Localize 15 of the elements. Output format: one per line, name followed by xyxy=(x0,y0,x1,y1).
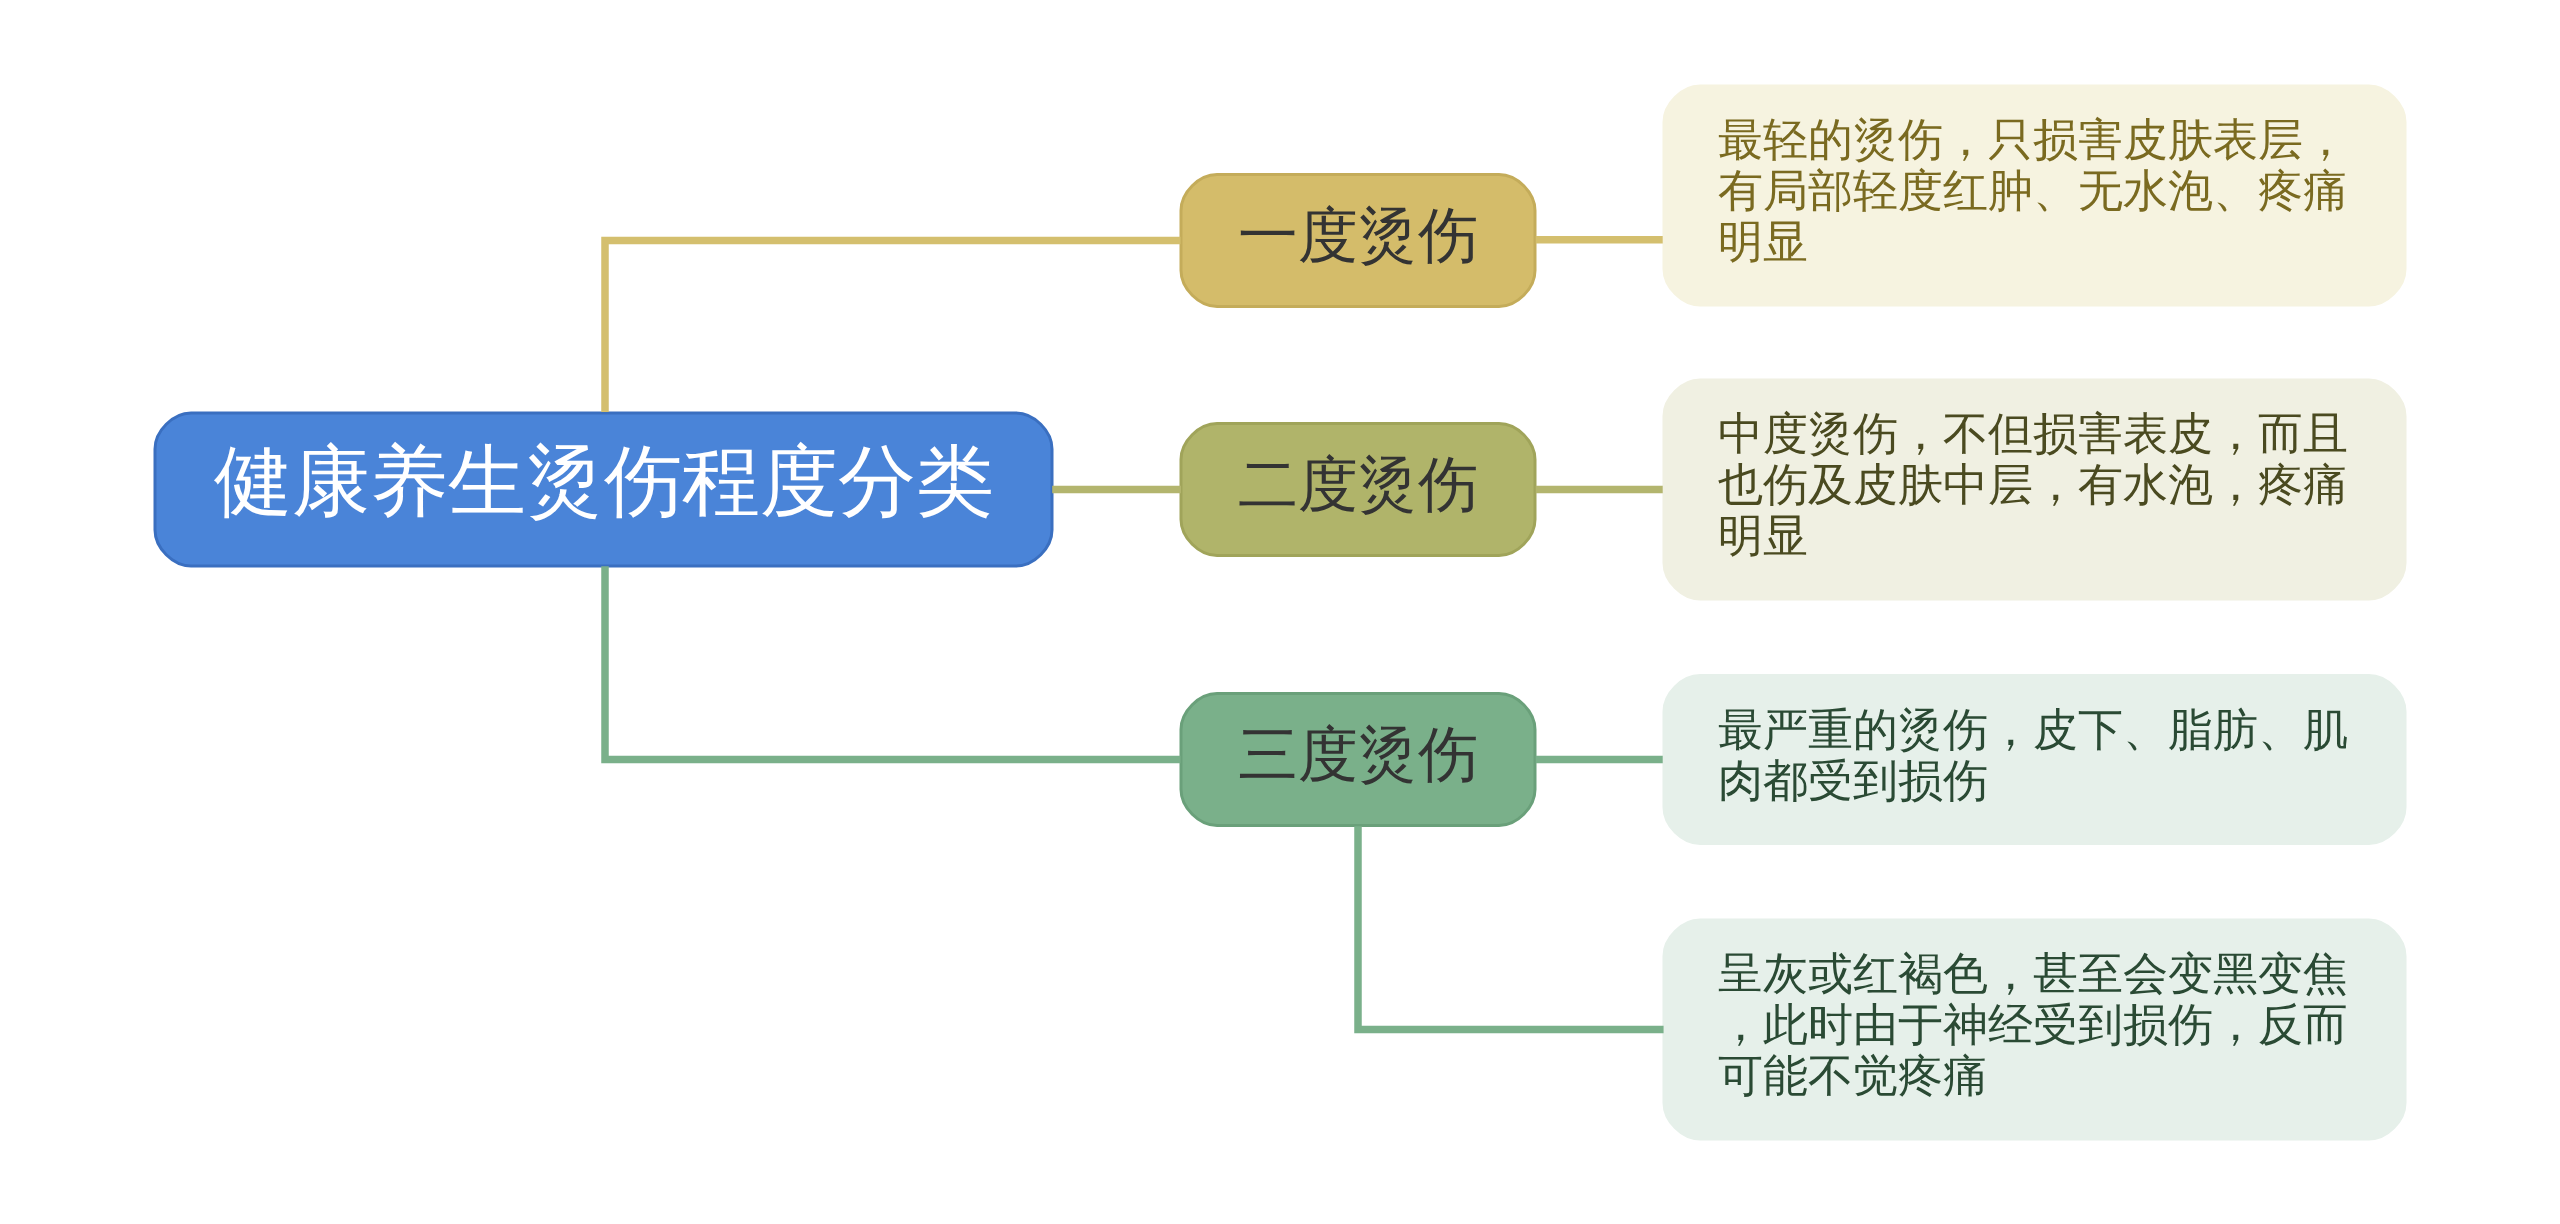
connector xyxy=(1535,755,1663,763)
node-box: 一度烫伤 xyxy=(1179,172,1537,308)
connector xyxy=(1535,235,1663,243)
node-box: 最轻的烫伤，只损害皮肤表层，有局部轻度红肿、无水泡、疼痛明显 xyxy=(1662,84,2407,306)
node-box: 最严重的烫伤，皮下、脂肪、肌肉都受到损伤 xyxy=(1662,673,2407,845)
node-box: 二度烫伤 xyxy=(1179,421,1537,557)
node-box: 三度烫伤 xyxy=(1179,691,1537,827)
node-box: 呈灰或红褐色，甚至会变黑变焦，此时由于神经受到损伤，反而可能不觉疼痛 xyxy=(1662,918,2407,1140)
node-box: 中度烫伤，不但损害表皮，而且也伤及皮肤中层，有水泡，疼痛明显 xyxy=(1662,378,2407,600)
connector xyxy=(1535,485,1663,493)
connector xyxy=(601,236,1181,412)
node-box: 健康养生烫伤程度分类 xyxy=(153,411,1054,567)
connector xyxy=(1052,485,1181,493)
connector xyxy=(601,565,1181,763)
connector xyxy=(1354,825,1664,1033)
